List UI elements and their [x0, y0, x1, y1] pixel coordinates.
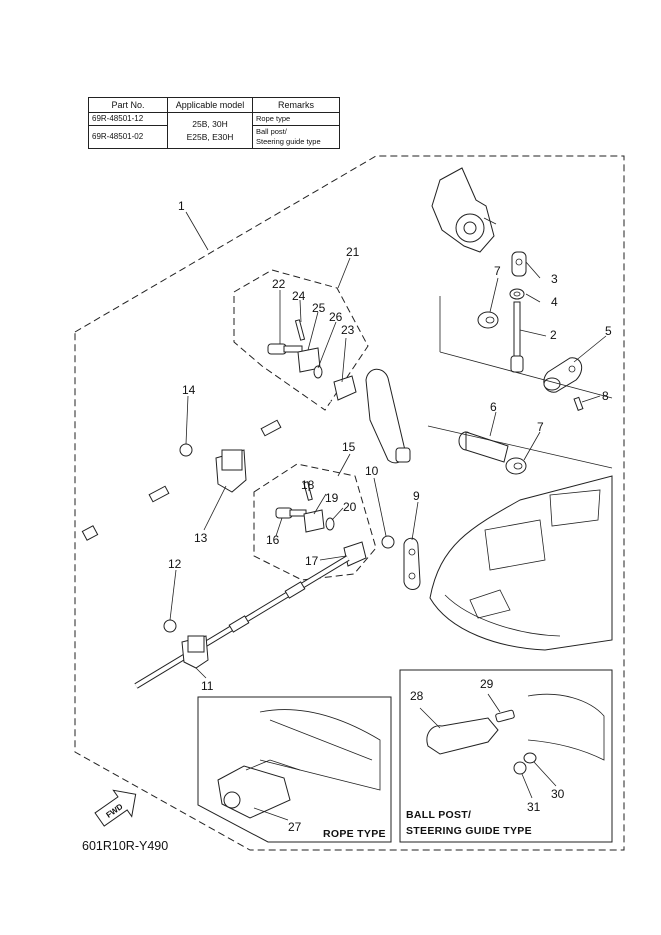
part-22-bolt [267, 343, 287, 355]
part-7-collar-lower [505, 457, 527, 475]
part-3-ball-joint [511, 251, 527, 277]
model-line: E25B, E30H [186, 131, 234, 142]
callout-12: 12 [168, 557, 182, 571]
callout-numbers: 1 2 3 4 5 6 7 8 9 10 11 12 13 14 15 16 1… [168, 199, 612, 834]
callout-28: 28 [410, 689, 424, 703]
diagram-code: 601R10R-Y490 [82, 839, 169, 853]
lower-control-cable [134, 555, 350, 689]
callout-7-lower: 7 [537, 420, 544, 434]
callout-21: 21 [346, 245, 360, 259]
upper-control-cable [81, 398, 331, 541]
assembly-1-outline [74, 155, 625, 851]
callout-20: 20 [343, 500, 357, 514]
ball-post-box [399, 669, 613, 843]
part-4-nut [509, 288, 525, 300]
callout-22: 22 [272, 277, 286, 291]
callout-10: 10 [365, 464, 379, 478]
callout-6: 6 [490, 400, 497, 414]
ball-post-caption-line1: BALL POST/ [406, 809, 471, 821]
part-number-cell: 69R-48501-02 [88, 125, 168, 149]
callout-24: 24 [292, 289, 306, 303]
callout-30: 30 [551, 787, 565, 801]
part-18-pin [303, 481, 313, 501]
callout-14: 14 [182, 383, 196, 397]
part-12-bolt [163, 619, 177, 633]
part-7-collar-upper [477, 311, 499, 329]
subassembly-15-outline [253, 463, 377, 581]
model-line: 25B, 30H [192, 118, 228, 129]
bottom-cowling [429, 475, 613, 651]
part-13-clamp [215, 449, 247, 493]
part-14-bolt [179, 443, 193, 457]
callout-29: 29 [480, 677, 494, 691]
remarks-cell: Ball post/ Steering guide type [252, 125, 340, 149]
callout-27: 27 [288, 820, 302, 834]
remarks-line: Steering guide type [256, 137, 321, 146]
table-row: 69R-48501-02 Ball post/ Steering guide t… [88, 125, 340, 149]
part-17-joint [343, 541, 367, 567]
part-2-link-rod [510, 301, 524, 373]
callout-5: 5 [605, 324, 612, 338]
part-30-washer [523, 752, 537, 764]
table-header-row: Part No. Applicable model Remarks [88, 97, 340, 113]
rope-type-caption: ROPE TYPE [323, 828, 386, 840]
part-26-washer [313, 365, 323, 379]
part-10-bolt [381, 535, 395, 549]
part-5-lever [543, 357, 583, 393]
callout-8: 8 [602, 389, 609, 403]
rope-type-box [197, 696, 392, 843]
callout-4: 4 [551, 295, 558, 309]
control-bracket-arm [365, 368, 411, 464]
remarks-line: Ball post/ [256, 127, 287, 136]
leader-lines [169, 211, 613, 821]
callout-1: 1 [178, 199, 185, 213]
part-27-rope-guide [217, 709, 381, 819]
callout-26: 26 [329, 310, 343, 324]
callout-11: 11 [201, 679, 214, 693]
callout-2: 2 [550, 328, 557, 342]
callout-25: 25 [312, 301, 326, 315]
callout-31: 31 [527, 800, 541, 814]
ball-post-parts [426, 693, 605, 775]
callout-9: 9 [413, 489, 420, 503]
callout-16: 16 [266, 533, 280, 547]
part-6-shaft [458, 431, 509, 463]
subassembly-21-parts [267, 319, 357, 401]
part-28-plate [426, 717, 499, 755]
part-23-joint [333, 375, 357, 401]
callout-18: 18 [301, 478, 315, 492]
fwd-arrow-icon: FWD [94, 789, 137, 827]
part-24-pin [294, 319, 306, 341]
part-8-pin [573, 396, 584, 411]
callout-17: 17 [305, 554, 319, 568]
callout-3: 3 [551, 272, 558, 286]
throttle-cam-bracket [431, 167, 497, 253]
callout-23: 23 [341, 323, 355, 337]
subassembly-15-parts [275, 481, 367, 567]
part-29-bolt [495, 709, 515, 723]
callout-13: 13 [194, 531, 208, 545]
part-31-nut [513, 761, 527, 775]
ball-post-caption-line2: STEERING GUIDE TYPE [406, 825, 532, 837]
callout-19: 19 [325, 491, 339, 505]
part-11-clamp [181, 635, 209, 669]
part-applicability-table: Part No. Applicable model Remarks 69R-48… [88, 97, 340, 149]
part-9-link [403, 537, 421, 590]
part-20-washer [325, 517, 335, 531]
callout-7: 7 [494, 264, 501, 278]
callout-15: 15 [342, 440, 356, 454]
